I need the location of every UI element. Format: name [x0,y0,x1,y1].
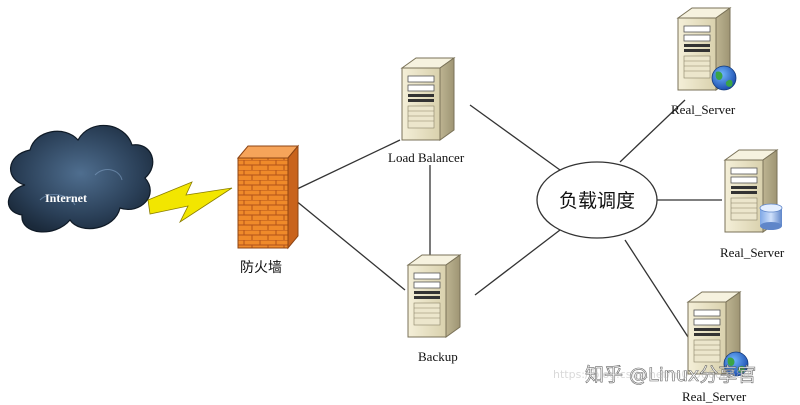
link-backup-hub [474,229,561,296]
real-server-2: Real_Server [720,149,785,260]
database-icon [759,203,783,230]
server-icon [407,254,461,338]
backup-label: Backup [418,349,458,364]
watermark-main: 知乎 @Linux分享官 [585,364,756,386]
real-server-label: Real_Server [682,389,747,404]
link-hub-server3 [624,239,691,341]
internet-label: Internet [45,191,87,205]
firewall: 防火墙 [236,144,300,276]
watermark-url: https://blog.csdn.net/m0_50662680 [553,368,750,381]
cloud-icon [7,125,154,233]
load-balancer: Load Balancer [388,57,465,165]
connection-lines [294,99,722,341]
real-server-3: Real_Server [682,291,749,404]
backup-server: Backup [407,254,461,364]
globe-icon [711,65,737,91]
firewall-label: 防火墙 [240,260,282,276]
link-firewall-loadbalancer [294,139,401,191]
server-icon [401,57,455,141]
scheduler-hub: 负载调度 [536,161,658,239]
link-firewall-backup [294,199,406,291]
real-server-label: Real_Server [720,245,785,260]
link-loadbalancer-hub [469,104,561,171]
globe-icon [723,351,749,377]
link-hub-server1 [619,99,686,163]
internet-cloud: Internet [7,125,154,233]
lightning-icon [147,181,233,224]
load-balancer-label: Load Balancer [388,150,465,165]
real-server-1: Real_Server [671,7,737,117]
hub-label: 负载调度 [559,190,635,212]
real-server-label: Real_Server [671,102,736,117]
